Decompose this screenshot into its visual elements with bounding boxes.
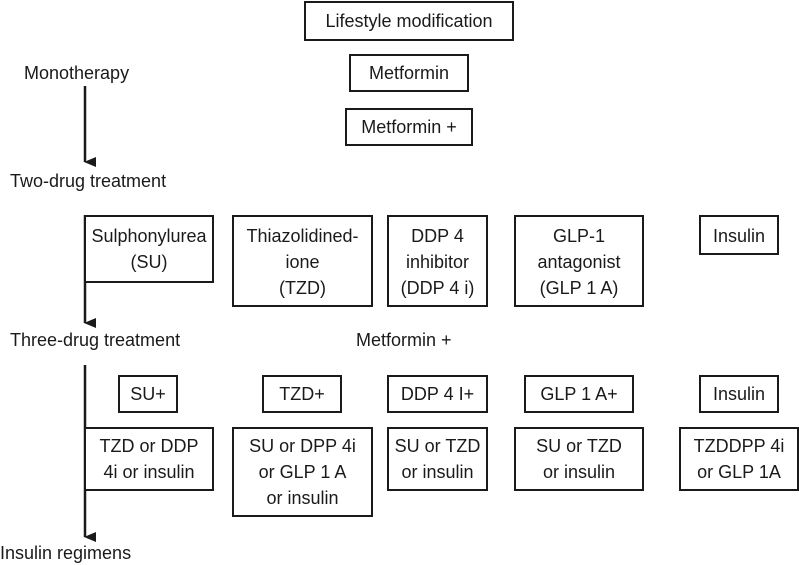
three-drug-options-glp1-line-2: or insulin	[542, 462, 616, 482]
three-drug-header-insulin-text: Insulin	[712, 384, 766, 404]
metformin-plus-text: Metformin +	[361, 117, 457, 137]
three-drug-header-glp1: GLP 1 A+	[524, 375, 634, 413]
two-drug-box-tzd: Thiazolidined- ione (TZD)	[232, 215, 373, 307]
two-drug-tzd-line-3: (TZD)	[279, 278, 326, 298]
two-drug-glp1-line-2: antagonist	[537, 252, 621, 272]
two-drug-box-su: Sulphonylurea (SU)	[84, 215, 214, 283]
three-drug-header-glp1-text: GLP 1 A+	[540, 384, 618, 404]
metformin-plus-label: Metformin +	[356, 330, 452, 350]
two-drug-su-line-1: Sulphonylurea	[91, 226, 207, 246]
two-drug-box-ddp4: DDP 4 inhibitor (DDP 4 i)	[387, 215, 488, 307]
three-drug-options-glp1-line-1: SU or TZD	[536, 436, 622, 456]
metformin-plus-box: Metformin +	[345, 108, 473, 146]
three-drug-options-ddp4: SU or TZD or insulin	[387, 427, 488, 491]
stage-label-insulin-regimens: Insulin regimens	[0, 543, 132, 563]
three-drug-options-ddp4-line-2: or insulin	[401, 462, 474, 482]
three-drug-header-su: SU+	[118, 375, 178, 413]
lifestyle-modification-box: Lifestyle modification	[304, 1, 514, 41]
three-drug-header-ddp4-text: DDP 4 I+	[400, 384, 475, 404]
metformin-text: Metformin	[368, 63, 449, 83]
three-drug-options-su-line-1: TZD or DDP	[99, 436, 199, 456]
lifestyle-modification-text: Lifestyle modification	[325, 11, 493, 31]
three-drug-header-tzd-text: TZD+	[279, 384, 325, 404]
two-drug-ddp4-line-3: (DDP 4 i)	[400, 278, 475, 298]
stage-label-three-drug: Three-drug treatment	[10, 330, 181, 350]
three-drug-options-ddp4-line-1: SU or TZD	[394, 436, 481, 456]
three-drug-options-insulin: TZDDPP 4i or GLP 1A	[679, 427, 799, 491]
three-drug-header-insulin: Insulin	[699, 375, 779, 413]
two-drug-tzd-line-1: Thiazolidined-	[246, 226, 359, 246]
stage-label-two-drug: Two-drug treatment	[10, 171, 167, 191]
two-drug-su-line-2: (SU)	[130, 252, 168, 272]
two-drug-insulin-line-1: Insulin	[712, 226, 766, 246]
three-drug-header-tzd: TZD+	[262, 375, 342, 413]
two-drug-glp1-line-1: GLP-1	[552, 226, 606, 246]
three-drug-options-tzd-line-3: or insulin	[266, 488, 339, 508]
three-drug-options-insulin-line-2: or GLP 1A	[697, 462, 781, 482]
metformin-box: Metformin	[349, 54, 469, 92]
two-drug-ddp4-line-1: DDP 4	[411, 226, 464, 246]
three-drug-options-tzd-line-1: SU or DPP 4i	[249, 436, 356, 456]
three-drug-options-su-line-2: 4i or insulin	[103, 462, 195, 482]
two-drug-ddp4-line-2: inhibitor	[405, 252, 470, 272]
three-drug-header-su-text: SU+	[130, 384, 166, 404]
three-drug-options-glp1: SU or TZD or insulin	[514, 427, 644, 491]
three-drug-options-tzd: SU or DPP 4i or GLP 1 A or insulin	[232, 427, 373, 517]
two-drug-box-insulin: Insulin	[699, 215, 779, 255]
stage-label-monotherapy: Monotherapy	[24, 63, 130, 83]
two-drug-glp1-line-3: (GLP 1 A)	[539, 278, 619, 298]
three-drug-header-ddp4: DDP 4 I+	[387, 375, 488, 413]
three-drug-options-insulin-line-1: TZDDPP 4i	[693, 436, 785, 456]
two-drug-tzd-line-2: ione	[285, 252, 320, 272]
three-drug-options-su: TZD or DDP 4i or insulin	[84, 427, 214, 491]
three-drug-options-tzd-line-2: or GLP 1 A	[258, 462, 347, 482]
two-drug-box-glp1: GLP-1 antagonist (GLP 1 A)	[514, 215, 644, 307]
